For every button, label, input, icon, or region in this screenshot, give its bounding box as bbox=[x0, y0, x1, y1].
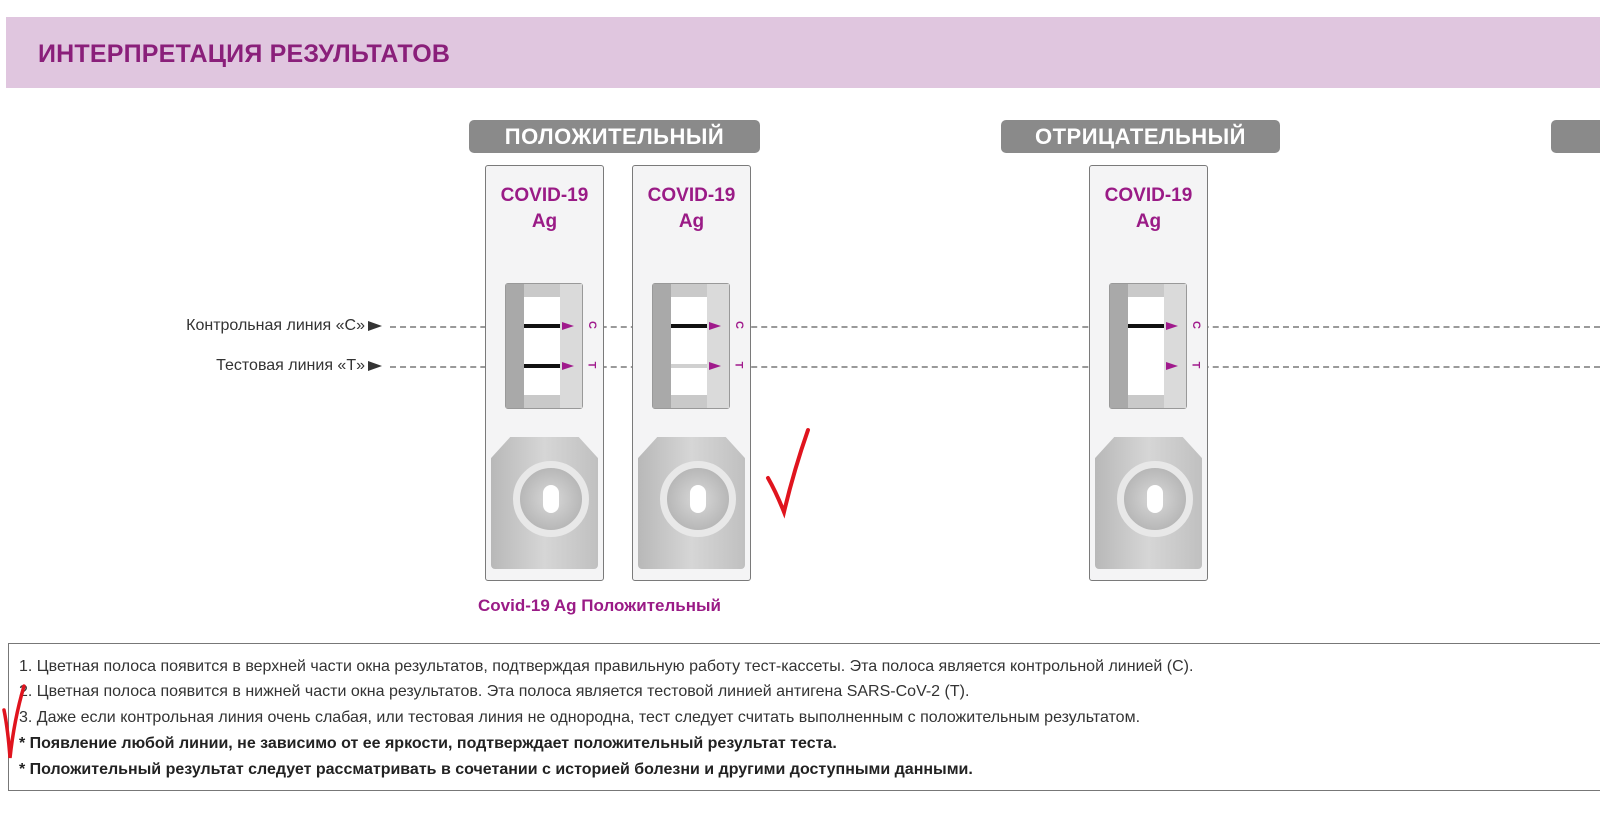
c-letter: C bbox=[1189, 321, 1202, 329]
sample-hole bbox=[690, 485, 706, 513]
result-window bbox=[1109, 283, 1187, 409]
note-5: * Положительный результат следует рассма… bbox=[19, 761, 973, 778]
control-line-label: Контрольная линия «C» bbox=[186, 317, 382, 335]
sample-hole bbox=[1147, 485, 1163, 513]
test-line bbox=[1128, 364, 1164, 368]
control-line bbox=[1128, 324, 1164, 328]
result-window bbox=[505, 283, 583, 409]
result-window bbox=[652, 283, 730, 409]
control-line-label-text: Контрольная линия «C» bbox=[186, 317, 365, 334]
sample-well-ring bbox=[660, 461, 736, 537]
arrow-right-icon bbox=[368, 320, 382, 331]
sample-well bbox=[491, 437, 598, 569]
sample-well bbox=[638, 437, 745, 569]
test-line bbox=[671, 364, 707, 368]
control-line bbox=[671, 324, 707, 328]
note-4: * Появление любой линии, не зависимо от … bbox=[19, 735, 837, 752]
c-marker-icon bbox=[562, 322, 574, 330]
control-line bbox=[524, 324, 560, 328]
sample-well-ring bbox=[1117, 461, 1193, 537]
cassette-title-line2: Ag bbox=[678, 211, 705, 232]
t-marker-icon bbox=[709, 362, 721, 370]
notes-box: 1. Цветная полоса появится в верхней час… bbox=[8, 643, 1600, 791]
c-marker-icon bbox=[709, 322, 721, 330]
control-line-guide bbox=[390, 326, 1600, 328]
test-line-label-text: Тестовая линия «T» bbox=[216, 357, 365, 374]
positive-caption: Covid-19 Ag Положительный bbox=[478, 596, 721, 615]
t-letter: T bbox=[732, 361, 745, 369]
cassette-title-line1: COVID-19 bbox=[1104, 185, 1193, 206]
note-1: 1. Цветная полоса появится в верхней час… bbox=[19, 658, 1194, 675]
t-letter: T bbox=[1189, 361, 1202, 369]
cassette-title-line1: COVID-19 bbox=[500, 185, 589, 206]
c-letter: C bbox=[732, 321, 745, 329]
sample-well bbox=[1095, 437, 1202, 569]
t-marker-icon bbox=[1166, 362, 1178, 370]
c-letter: C bbox=[585, 321, 598, 329]
c-marker-icon bbox=[1166, 322, 1178, 330]
sample-hole bbox=[543, 485, 559, 513]
test-line bbox=[524, 364, 560, 368]
test-line-guide bbox=[390, 366, 1600, 368]
sample-well-ring bbox=[513, 461, 589, 537]
arrow-right-icon bbox=[368, 360, 382, 371]
cassette-title-line2: Ag bbox=[531, 211, 558, 232]
test-line-label: Тестовая линия «T» bbox=[216, 357, 382, 375]
note-3: 3. Даже если контрольная линия очень сла… bbox=[19, 709, 1141, 726]
section-title: ИНТЕРПРЕТАЦИЯ РЕЗУЛЬТАТОВ bbox=[38, 40, 451, 68]
red-checkmark-icon bbox=[766, 428, 810, 519]
test-strip bbox=[1128, 297, 1164, 395]
section-header: ИНТЕРПРЕТАЦИЯ РЕЗУЛЬТАТОВ bbox=[6, 17, 1600, 88]
cassette-title-line1: COVID-19 bbox=[647, 185, 736, 206]
negative-tag: ОТРИЦАТЕЛЬНЫЙ bbox=[1001, 120, 1280, 153]
t-letter: T bbox=[585, 361, 598, 369]
test-strip bbox=[524, 297, 560, 395]
t-marker-icon bbox=[562, 362, 574, 370]
test-strip bbox=[671, 297, 707, 395]
red-checkmark-icon bbox=[2, 684, 26, 759]
cassette-title-line2: Ag bbox=[1135, 211, 1162, 232]
positive-tag: ПОЛОЖИТЕЛЬНЫЙ bbox=[469, 120, 760, 153]
partial-tag bbox=[1551, 120, 1600, 153]
note-2: 2. Цветная полоса появится в нижней част… bbox=[19, 683, 970, 700]
